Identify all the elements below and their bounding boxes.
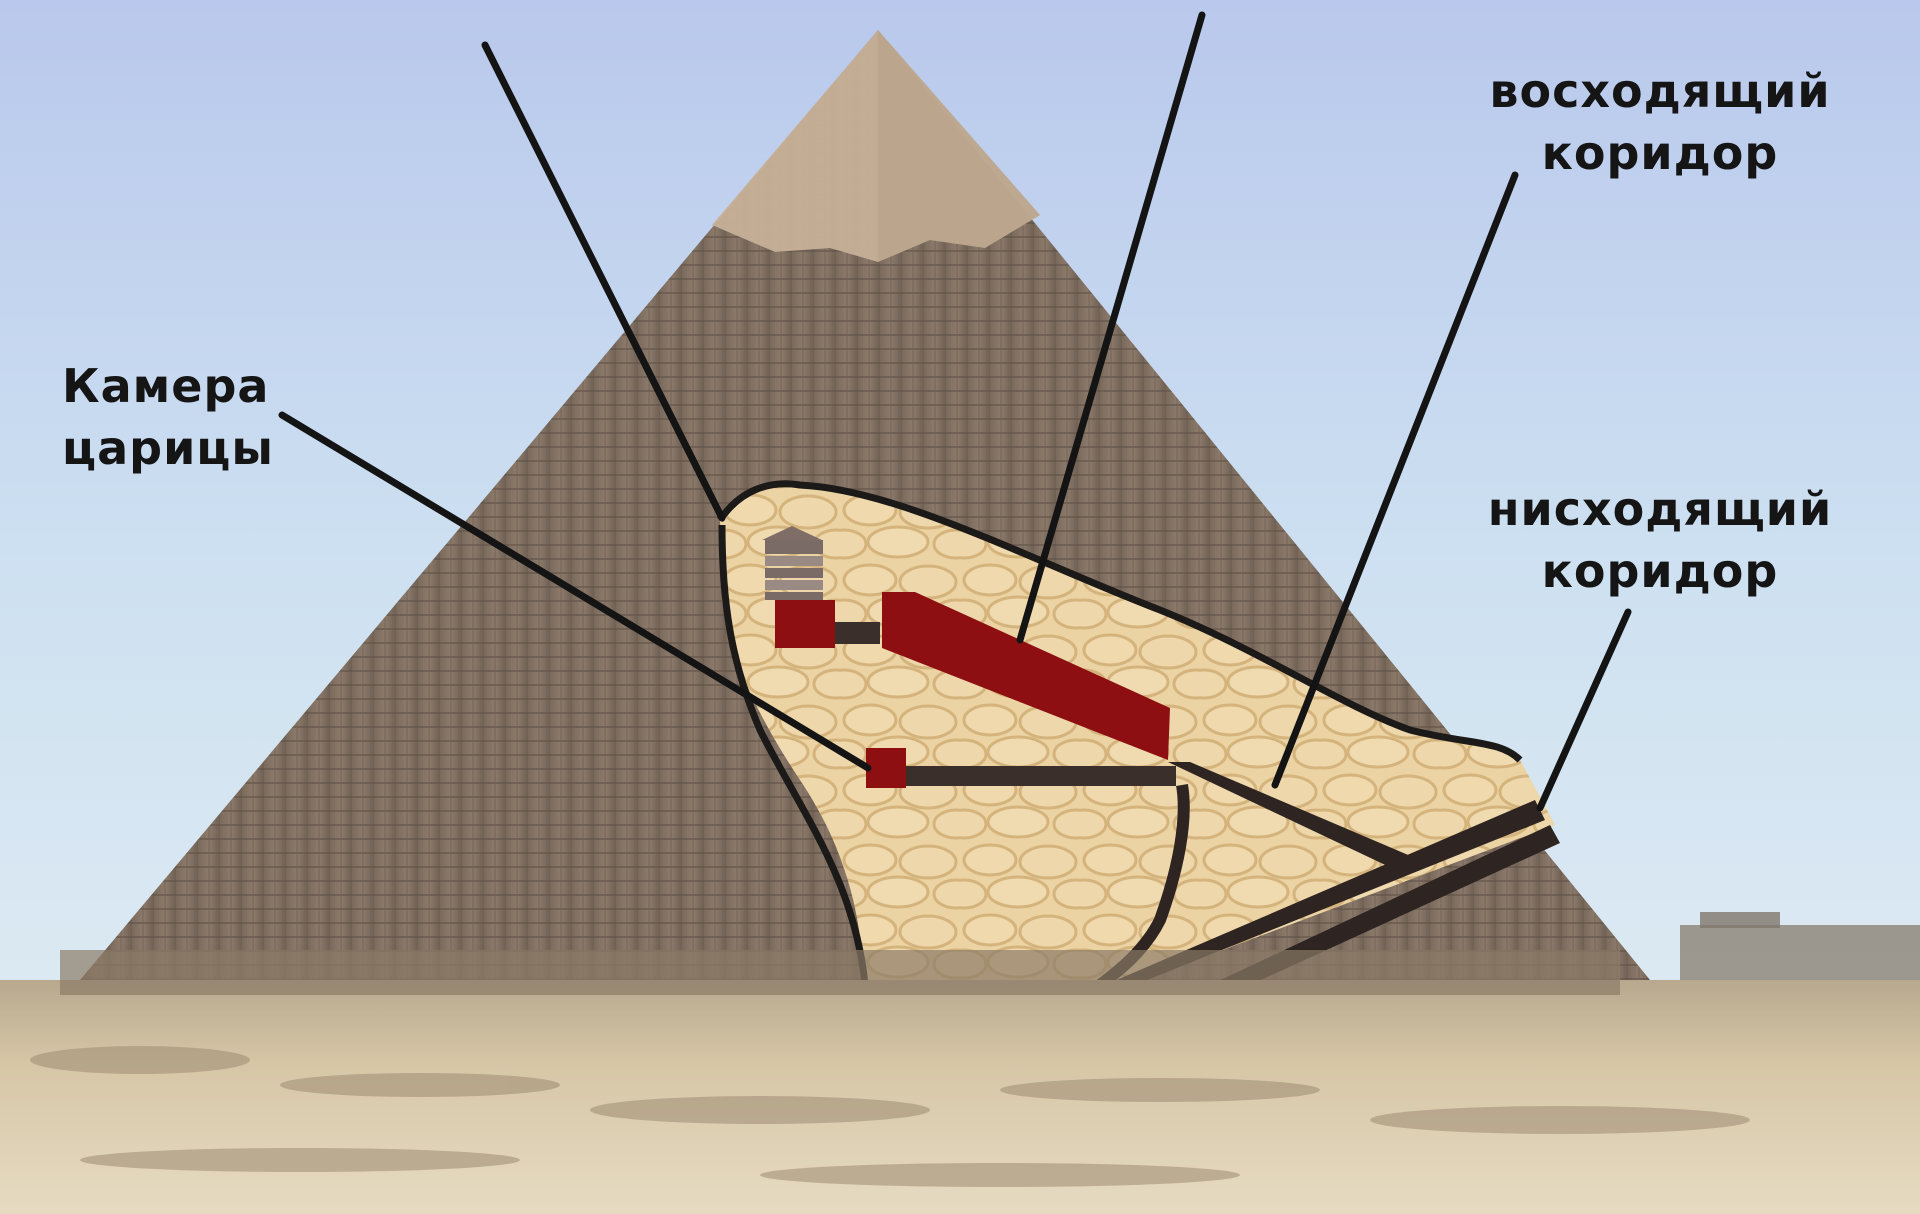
label-ascending-corridor-line1: восходящий xyxy=(1480,60,1840,122)
label-queens-chamber: Камера царицы xyxy=(62,355,274,479)
antechamber-passage xyxy=(835,622,880,644)
distant-buildings xyxy=(1680,925,1920,985)
label-queens-chamber-line2: царицы xyxy=(62,417,274,479)
relieving-chambers xyxy=(762,526,823,600)
queens-chamber-room xyxy=(866,748,906,788)
label-descending-corridor-line1: нисходящий xyxy=(1480,478,1840,540)
label-ascending-corridor: восходящий коридор xyxy=(1480,60,1840,184)
label-ascending-corridor-line2: коридор xyxy=(1480,122,1840,184)
kings-chamber xyxy=(775,600,835,648)
label-descending-corridor-line2: коридор xyxy=(1480,540,1840,602)
horizontal-passage xyxy=(906,766,1176,786)
label-queens-chamber-line1: Камера xyxy=(62,355,274,417)
label-descending-corridor: нисходящий коридор xyxy=(1480,478,1840,602)
base-ruins xyxy=(60,950,1620,995)
